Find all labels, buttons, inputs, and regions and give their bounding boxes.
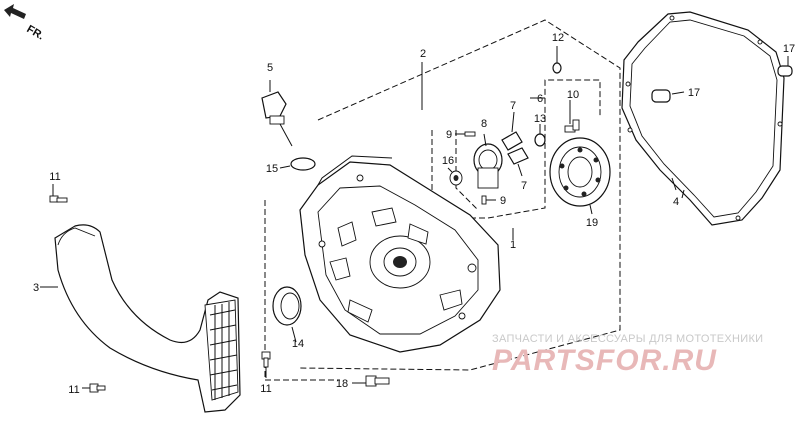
cover-outline-main (299, 19, 621, 371)
crankcase-cover-part (299, 155, 501, 353)
callout-5: 5 (267, 62, 273, 74)
pump-inner-outline (455, 130, 479, 211)
callout-15: 15 (266, 163, 278, 175)
bolt-11-bottom-left (82, 383, 106, 393)
washer-13 (534, 124, 546, 147)
callout-7: 7 (510, 100, 516, 112)
dipstick-part (261, 80, 293, 147)
watermark-tagline: ЗАПЧАСТИ И АКСЕССУАРЫ ДЛЯ МОТОТЕХНИКИ (492, 333, 763, 345)
callout-4: 4 (673, 196, 679, 208)
callout-11: 11 (260, 383, 271, 395)
leader-4 (681, 189, 685, 199)
bearing-19 (549, 137, 611, 215)
callout-11: 11 (68, 384, 79, 396)
callout-12: 12 (552, 32, 564, 44)
weight-7-upper (501, 111, 523, 151)
callout-17: 17 (688, 87, 700, 99)
dowel-pin-17-b (777, 56, 793, 77)
callout-8: 8 (481, 118, 487, 130)
callout-10: 10 (567, 89, 579, 101)
gasket-4 (621, 11, 785, 226)
pin-9-upper (455, 131, 476, 137)
governor-gear-8 (473, 133, 503, 189)
bolt-11-top (49, 184, 68, 203)
callout-3: 3 (33, 282, 39, 294)
cover-outline-left (264, 200, 340, 381)
callout-11: 11 (49, 171, 60, 183)
pump-outline (431, 79, 601, 219)
callout-19: 19 (586, 217, 598, 229)
oil-seal-14 (272, 286, 302, 343)
dowel-pin-17-a (651, 89, 685, 103)
front-arrow-icon (4, 4, 26, 19)
callout-17: 17 (783, 43, 795, 55)
callout-6: 6 (537, 93, 543, 105)
washer-16 (447, 167, 463, 186)
callout-9: 9 (500, 195, 506, 207)
flange-bolt-18 (352, 375, 390, 387)
callout-18: 18 (336, 378, 348, 390)
callout-14: 14 (292, 338, 304, 350)
callout-16: 16 (442, 155, 454, 167)
washer-12 (552, 46, 562, 74)
callout-9: 9 (446, 129, 452, 141)
callout-2: 2 (420, 48, 426, 60)
protector-part (54, 224, 241, 413)
weight-7-lower (507, 147, 529, 177)
o-ring-15 (279, 157, 316, 171)
callout-13: 13 (534, 113, 546, 125)
bolt-10 (564, 100, 580, 133)
watermark-logo: PARTSFOR.RU (492, 344, 717, 377)
callout-1: 1 (510, 239, 516, 251)
bolt-11-bottom-mid (261, 351, 271, 378)
orientation-label: FR. (25, 23, 46, 42)
pin-9-lower (481, 195, 496, 205)
callout-7: 7 (521, 180, 527, 192)
